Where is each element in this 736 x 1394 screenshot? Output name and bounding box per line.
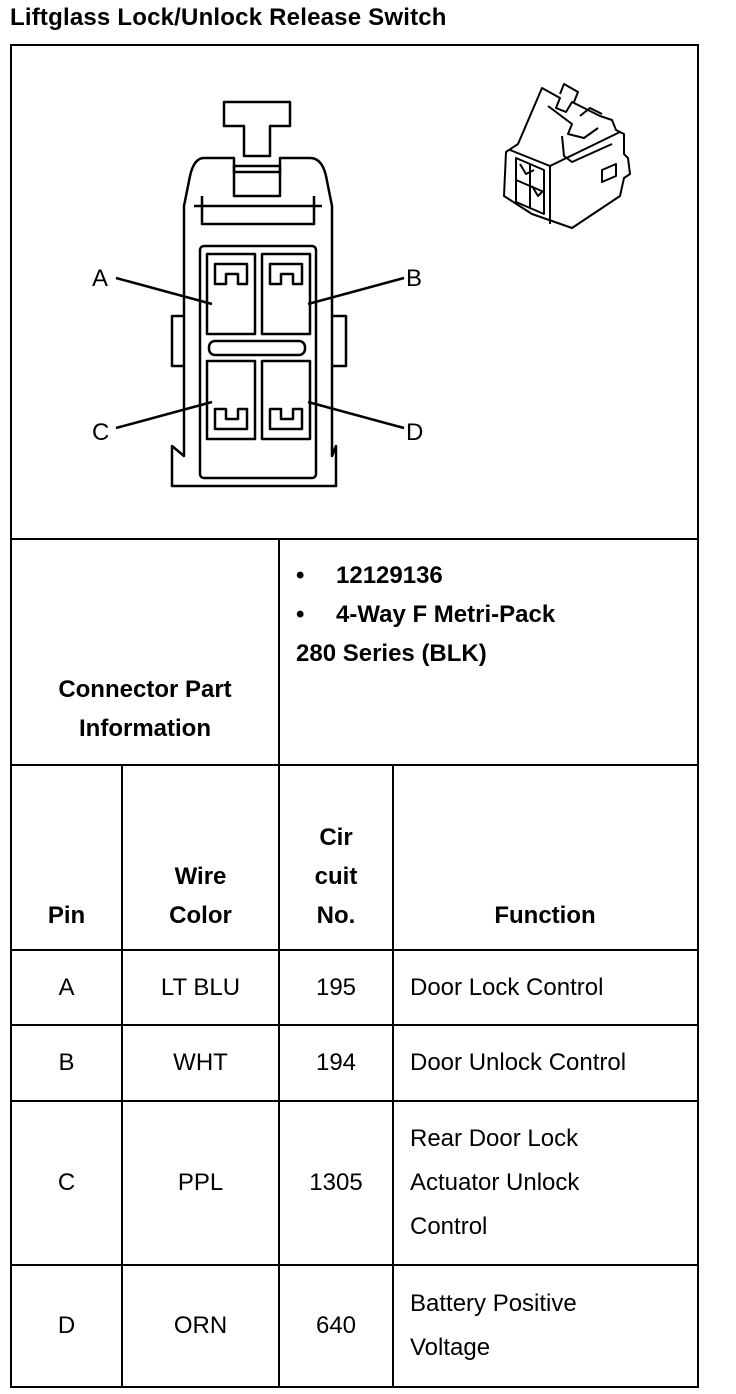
table-cell-circuit: 195 (280, 951, 392, 1024)
divider (121, 764, 123, 1388)
cell-text: 1305 (309, 1169, 363, 1196)
table-cell-circuit: 640 (280, 1266, 392, 1386)
cell-text: A (58, 973, 75, 1001)
header-text: Color (169, 902, 232, 929)
page-title: Liftglass Lock/Unlock Release Switch (10, 4, 447, 31)
cell-text: Door Unlock Control (410, 1049, 627, 1076)
cell-text: LT BLU (160, 973, 241, 1001)
table-cell-color: LT BLU (123, 951, 278, 1024)
divider (10, 949, 699, 951)
header-text: cuit (314, 863, 358, 890)
cell-text: Voltage (410, 1334, 491, 1361)
table-cell-function: Rear Door Lock Actuator Unlock Control (410, 1102, 696, 1264)
table-cell-pin: C (12, 1102, 121, 1264)
connector-face-view: A B C D (92, 83, 631, 488)
cell-text: Control (410, 1213, 488, 1240)
table-cell-function: Door Unlock Control (410, 1026, 696, 1100)
table-cell-circuit: 1305 (280, 1102, 392, 1264)
column-header-wire-color: Wire Color (123, 766, 278, 949)
table-cell-color: PPL (123, 1102, 278, 1264)
cell-text: C (57, 1169, 76, 1196)
connector-info-details: • 12129136 • 4-Way F Metri-Pack 280 Seri… (296, 556, 696, 673)
cell-text: Actuator Unlock (410, 1169, 580, 1196)
cell-text: Rear Door Lock (410, 1125, 579, 1152)
table-cell-pin: D (12, 1266, 121, 1386)
cell-text: ORN (173, 1312, 228, 1339)
connector-diagram: A B C D (12, 46, 697, 538)
cell-text: Door Lock Control (410, 973, 604, 1001)
cell-text: 640 (315, 1312, 357, 1339)
cell-text: PPL (177, 1169, 224, 1196)
connector-label-line2: Information (79, 715, 211, 742)
list-item: • 12129136 (296, 556, 696, 595)
table-cell-function: Battery Positive Voltage (410, 1266, 696, 1386)
connector-series: 280 Series (BLK) (296, 640, 487, 667)
divider (392, 764, 394, 1388)
pin-label-b: B (406, 265, 422, 292)
document-frame (10, 44, 699, 1388)
cell-text: 195 (315, 973, 357, 1001)
divider (278, 538, 280, 1388)
table-cell-pin: A (12, 951, 121, 1024)
cell-text: D (57, 1312, 76, 1339)
bullet: • (296, 562, 305, 589)
header-text: Pin (47, 902, 86, 929)
header-text: Function (494, 902, 596, 929)
connector-type: 4-Way F Metri-Pack (336, 601, 556, 628)
table-cell-function: Door Lock Control (410, 951, 696, 1024)
connector-3d-icon (503, 83, 631, 229)
header-text: No. (316, 902, 356, 929)
connector-info-label: Connector Part Information (12, 540, 278, 764)
cell-text: WHT (173, 1049, 228, 1076)
divider (10, 1024, 699, 1026)
divider (10, 764, 699, 766)
pin-label-d: D (406, 419, 423, 446)
pin-label-a: A (92, 265, 108, 292)
cell-text: B (58, 1049, 75, 1076)
column-header-pin: Pin (12, 766, 121, 949)
cell-text: Battery Positive (410, 1290, 577, 1317)
table-cell-color: WHT (123, 1026, 278, 1100)
connector-label-line1: Connector Part (58, 676, 232, 703)
header-text: Wire (174, 863, 227, 890)
table-cell-circuit: 194 (280, 1026, 392, 1100)
header-text: Cir (319, 824, 353, 851)
list-item: • 4-Way F Metri-Pack (296, 595, 696, 634)
table-cell-pin: B (12, 1026, 121, 1100)
pin-label-c: C (92, 419, 109, 446)
divider (10, 1264, 699, 1266)
part-number: 12129136 (336, 562, 443, 589)
column-header-function: Function (394, 766, 696, 949)
bullet: • (296, 601, 305, 628)
column-header-circuit: Cir cuit No. (280, 766, 392, 949)
table-cell-color: ORN (123, 1266, 278, 1386)
cell-text: 194 (315, 1049, 357, 1076)
divider (10, 538, 699, 540)
divider (10, 1100, 699, 1102)
